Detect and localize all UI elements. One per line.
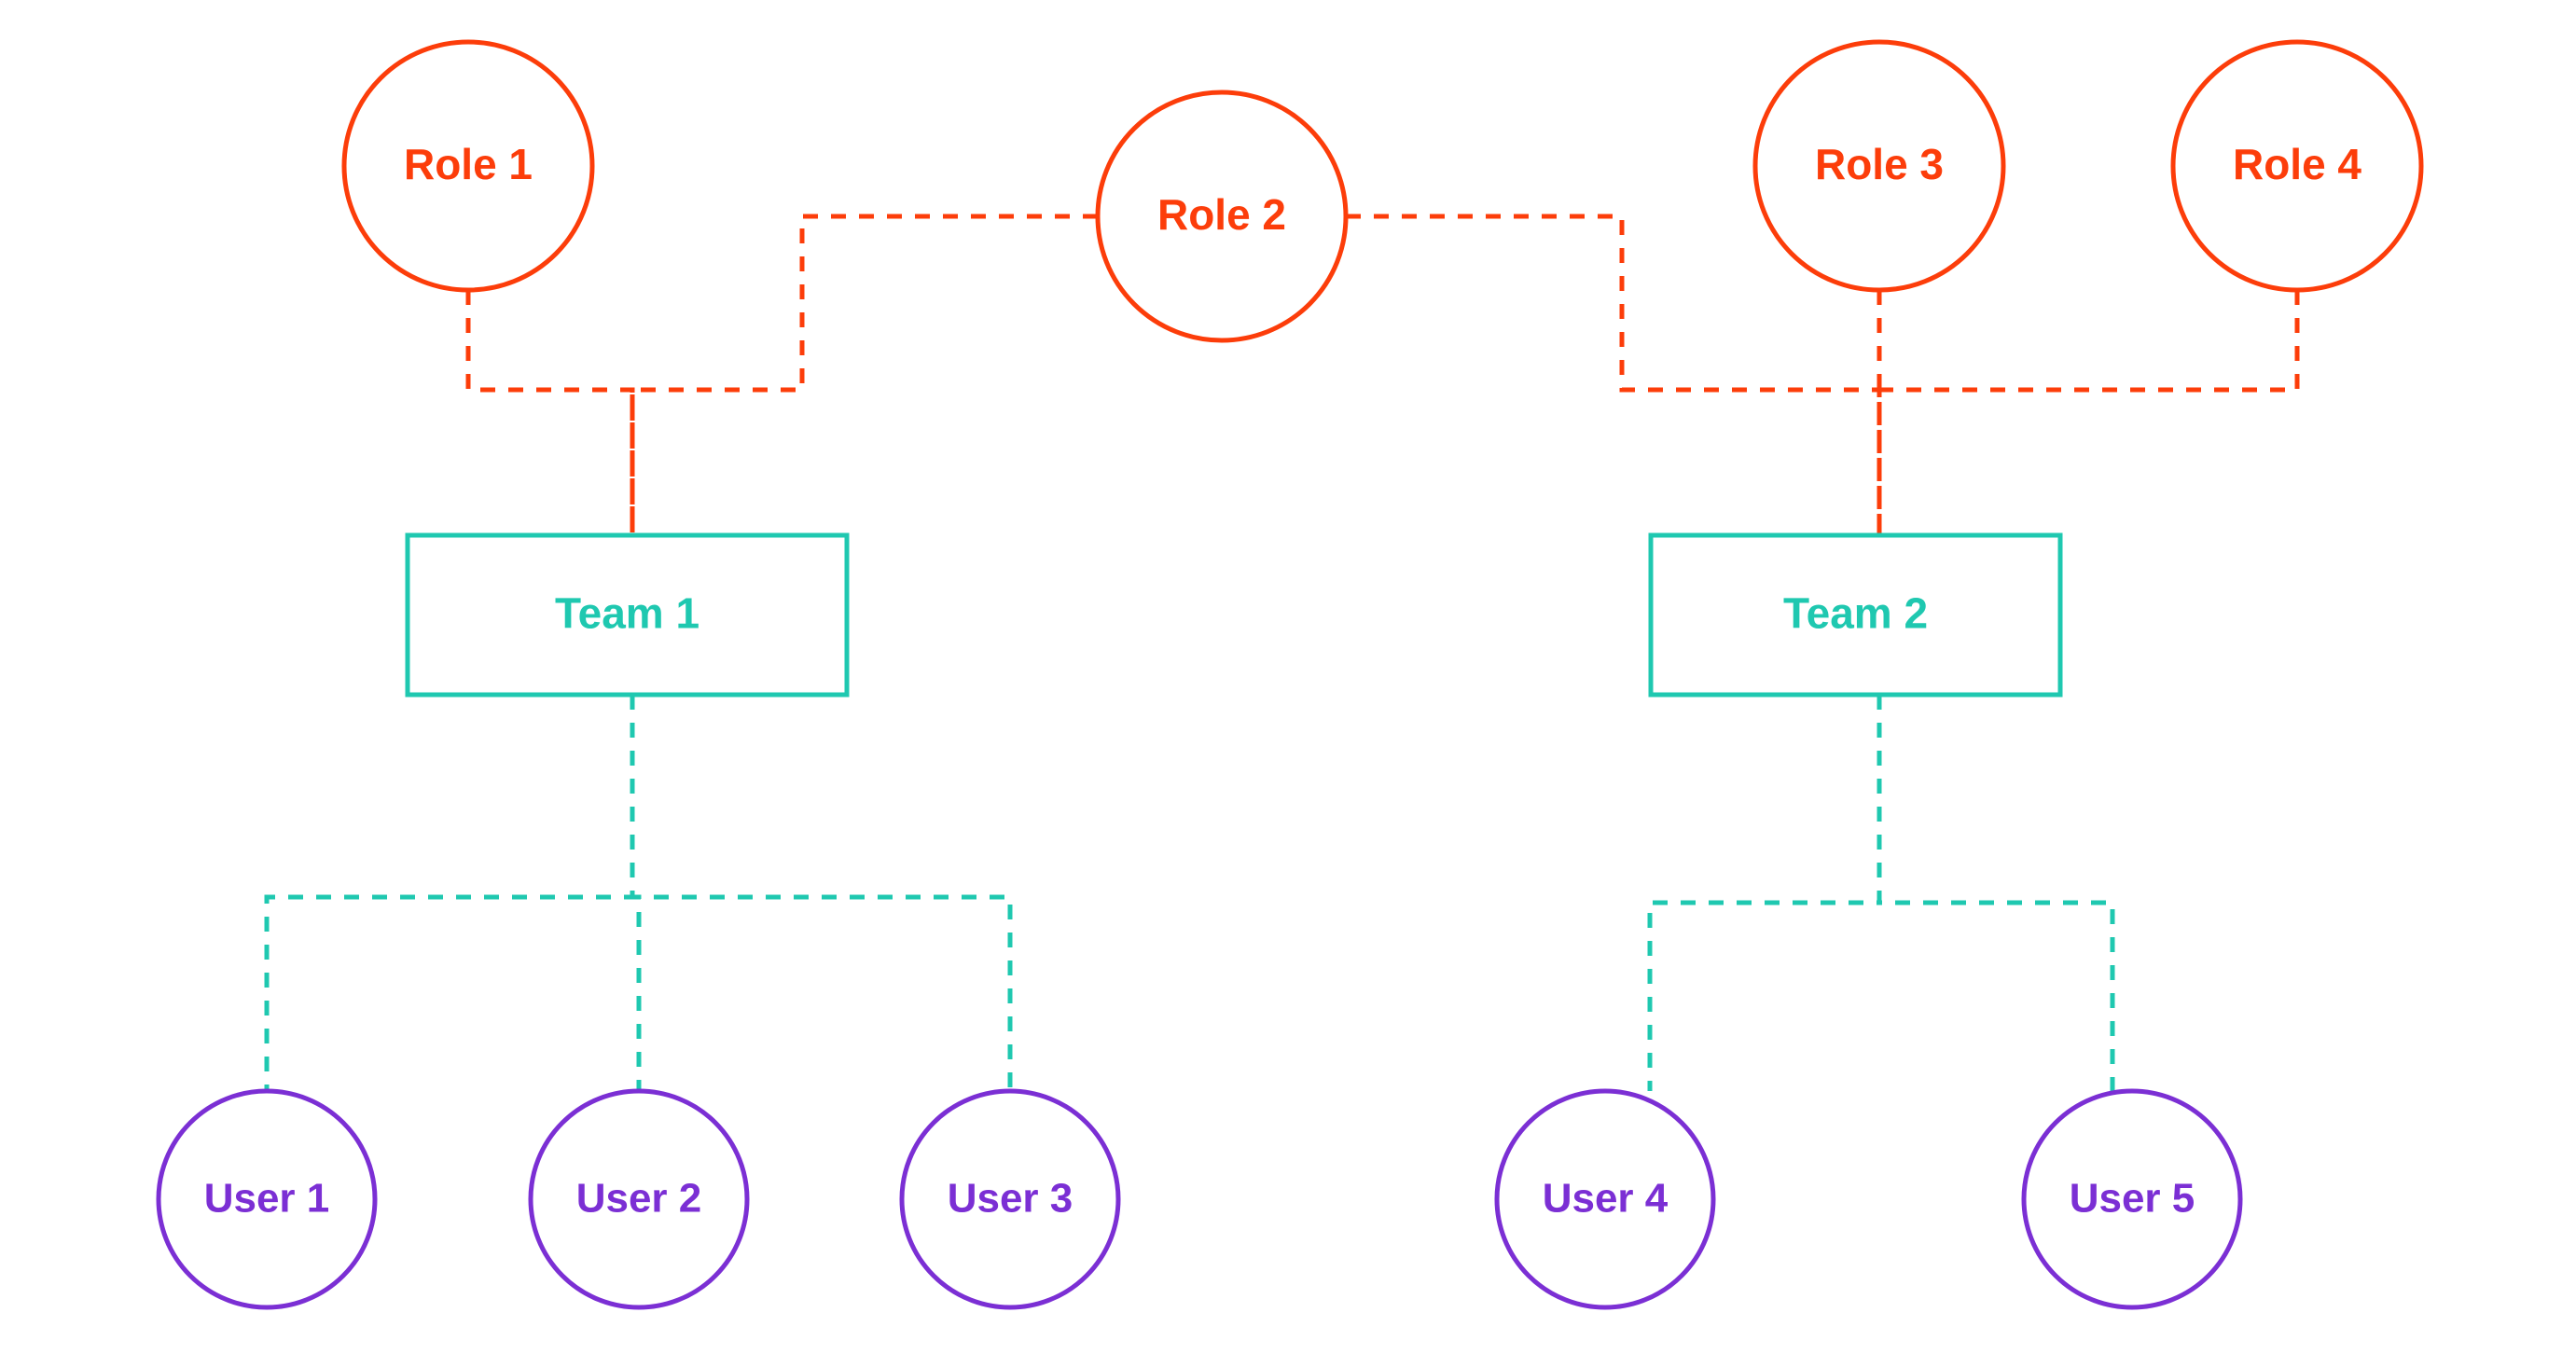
user-circle [1494, 1088, 1716, 1310]
team-node-team2[interactable]: Team 2 [1648, 532, 2063, 698]
teams-layer: Team 1 Team 2 [405, 532, 2063, 698]
edge-role2-to-team1 [630, 214, 1098, 535]
user-label: User 1 [204, 1176, 330, 1222]
edges-layer [264, 214, 2300, 1091]
user-node-user3[interactable]: User 3 [899, 1088, 1121, 1310]
edge-team2-to-user4 [1647, 695, 1882, 1091]
team-box [1648, 532, 2063, 698]
user-node-user4[interactable]: User 4 [1494, 1088, 1716, 1310]
user-node-user1[interactable]: User 1 [156, 1088, 378, 1310]
user-circle [156, 1088, 378, 1310]
role-circle [2170, 39, 2424, 293]
team-label: Team 2 [1783, 589, 1928, 638]
user-node-user2[interactable]: User 2 [528, 1088, 750, 1310]
edge-team1-to-user3 [630, 695, 1013, 1091]
role-node-role1[interactable]: Role 1 [341, 39, 595, 293]
user-circle [528, 1088, 750, 1310]
user-circle [899, 1088, 1121, 1310]
edge-team2-to-user5 [1877, 695, 2115, 1091]
user-label: User 2 [576, 1176, 702, 1222]
edge-role4-to-team2 [1877, 290, 2300, 535]
users-layer: User 1 User 2 User 3 User 4 User 5 [156, 1088, 2243, 1310]
role-circle [1752, 39, 2006, 293]
role-node-role3[interactable]: Role 3 [1752, 39, 2006, 293]
role-label: Role 4 [2233, 140, 2361, 188]
role-circle [341, 39, 595, 293]
role-node-role4[interactable]: Role 4 [2170, 39, 2424, 293]
role-circle [1095, 90, 1349, 343]
role-node-role2[interactable]: Role 2 [1095, 90, 1349, 343]
user-circle [2021, 1088, 2243, 1310]
user-label: User 4 [1543, 1176, 1669, 1222]
edge-team1-to-user1 [264, 695, 635, 1091]
edge-role1-to-team1 [465, 290, 635, 535]
user-label: User 5 [2070, 1176, 2195, 1222]
role-label: Role 1 [404, 140, 533, 188]
team-box [405, 532, 850, 698]
team-label: Team 1 [555, 589, 699, 638]
edge-role2-to-team2 [1346, 214, 1882, 535]
roles-layer: Role 1 Role 2 Role 3 Role 4 [341, 39, 2424, 343]
role-label: Role 2 [1157, 190, 1286, 239]
user-label: User 3 [948, 1176, 1073, 1222]
role-label: Role 3 [1815, 140, 1944, 188]
team-node-team1[interactable]: Team 1 [405, 532, 850, 698]
user-node-user5[interactable]: User 5 [2021, 1088, 2243, 1310]
